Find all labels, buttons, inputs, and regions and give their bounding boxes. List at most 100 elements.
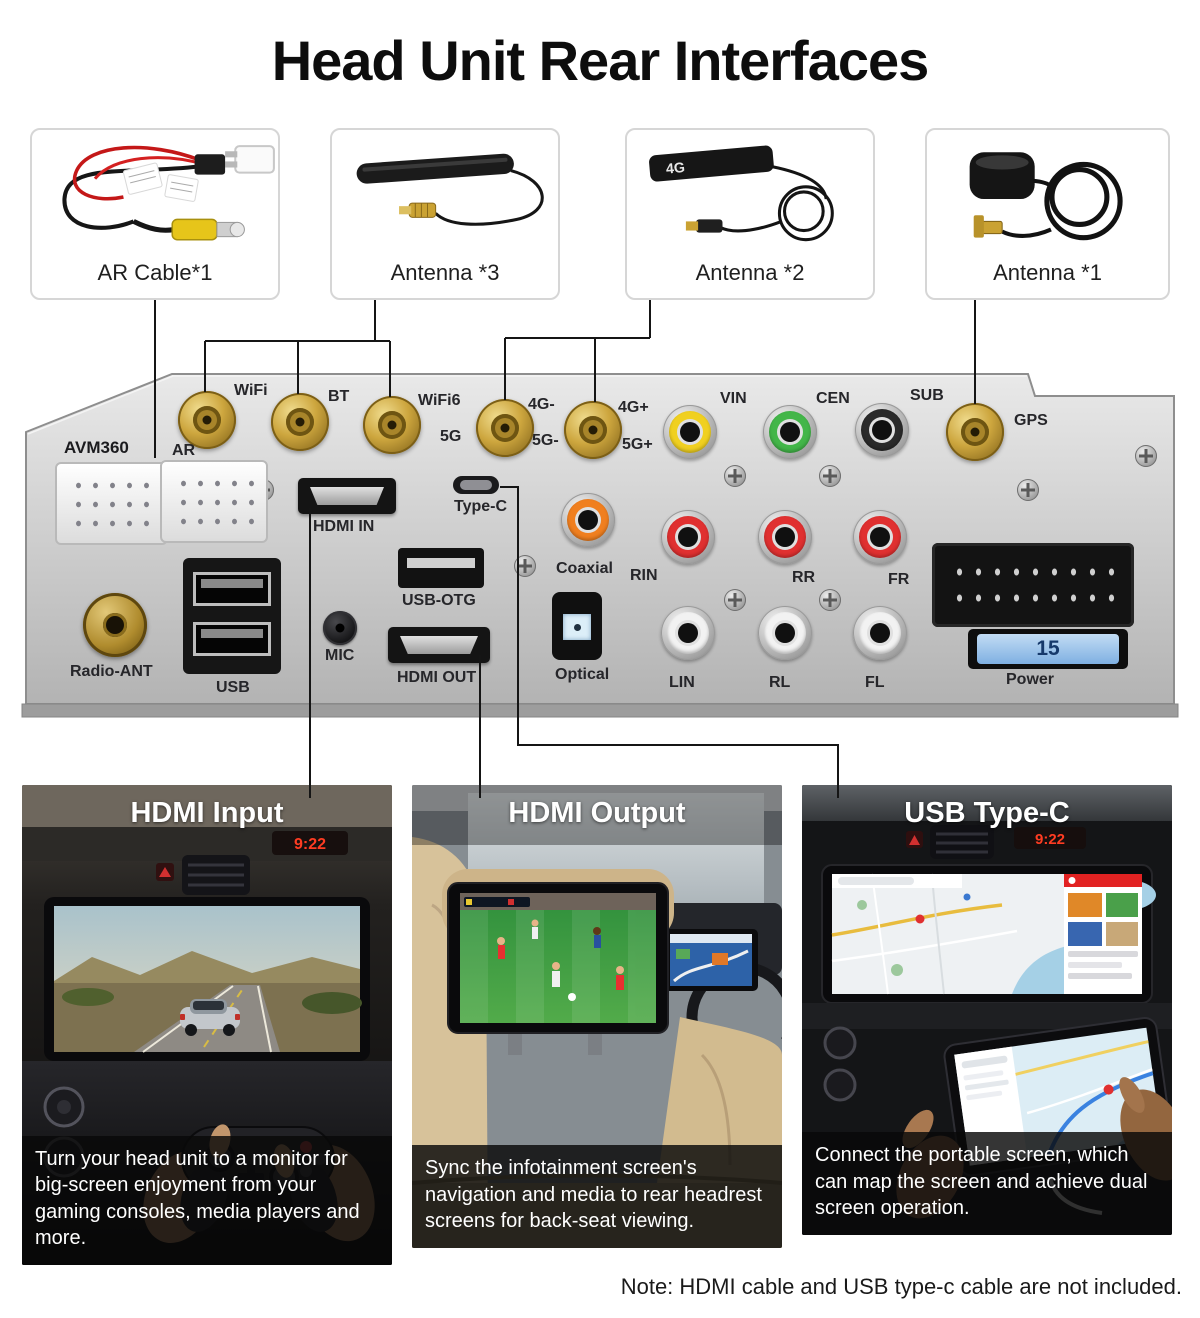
fuse: 15 xyxy=(977,634,1119,664)
port-label-optical: Optical xyxy=(555,666,610,683)
fl-rca-port xyxy=(853,606,907,660)
port-label-hdmi-out: HDMI OUT xyxy=(397,669,477,686)
game-car xyxy=(180,999,240,1036)
avm360-connector xyxy=(55,462,168,545)
gps-antenna-port xyxy=(946,403,1004,461)
feature-title-hdmi-input: HDMI Input xyxy=(130,797,284,829)
port-label-wifi6: WiFi6 xyxy=(418,392,461,409)
port-label-fr: FR xyxy=(888,571,910,588)
port-label-type-c: Type-C xyxy=(454,498,508,515)
feature-caption-usb-type-c: Connect the portable screen, which can m… xyxy=(802,1132,1172,1235)
port-label-ar: AR xyxy=(172,442,196,459)
rr-rca-port xyxy=(758,510,812,564)
screw xyxy=(724,589,746,611)
hdmi-in-port xyxy=(298,478,396,514)
ar-connector xyxy=(160,460,268,543)
port-label-bt: BT xyxy=(328,388,350,405)
wifi-antenna-port xyxy=(178,391,236,449)
port-label-power: Power xyxy=(1006,671,1055,688)
usb-ports xyxy=(183,558,281,674)
headrest-screen xyxy=(460,893,656,1023)
wifi6-antenna-port xyxy=(363,396,421,454)
model-label: AVM360 xyxy=(64,438,129,457)
fr-rca-port xyxy=(853,510,907,564)
rin-rca-port xyxy=(661,510,715,564)
port-label-wifi: WiFi xyxy=(234,382,268,399)
radio-antenna-port xyxy=(83,593,147,657)
port-label-coaxial: Coaxial xyxy=(556,560,613,577)
accessory-card-antenna-3: Antenna *3 xyxy=(330,128,560,300)
feature-caption-hdmi-output: Sync the infotainment screen's navigatio… xyxy=(412,1145,782,1248)
cen-rca-port xyxy=(763,405,817,459)
usb-otg-port xyxy=(398,548,484,588)
screw xyxy=(514,555,536,577)
port-label-vin: VIN xyxy=(720,390,747,407)
screw xyxy=(1135,445,1157,467)
feature-card-hdmi-output: HDMI Output Sync the infotainment screen… xyxy=(412,785,782,1248)
port-label-rr: RR xyxy=(792,569,816,586)
port-label-mic: MIC xyxy=(325,647,355,664)
connector-pins xyxy=(171,472,257,531)
fuse-holder: 15 xyxy=(968,629,1128,669)
port-label-rl: RL xyxy=(769,674,791,691)
accessory-card-ar-cable: AR Cable*1 xyxy=(30,128,280,300)
screw xyxy=(819,465,841,487)
sub-rca-port xyxy=(855,403,909,457)
lin-rca-port xyxy=(661,606,715,660)
page-title: Head Unit Rear Interfaces xyxy=(271,29,930,92)
antenna-4g-badge: 4G xyxy=(665,160,685,178)
fuse-value: 15 xyxy=(1036,637,1060,660)
dash-clock: 9:22 xyxy=(294,836,326,853)
usb-port-bottom xyxy=(193,622,271,656)
4g-antenna-image: 4G xyxy=(649,145,834,242)
feature-card-usb-type-c: 9:22 xyxy=(802,785,1172,1235)
screw xyxy=(724,465,746,487)
port-label-usb: USB xyxy=(216,679,250,696)
dash-screen-map xyxy=(831,873,1156,995)
port-label-4g-minus: 4G- xyxy=(528,396,555,413)
port-label-lin: LIN xyxy=(669,674,695,691)
port-label-sub: SUB xyxy=(910,387,944,404)
feature-caption-hdmi-input: Turn your head unit to a monitor for big… xyxy=(22,1135,392,1265)
accessory-label: Antenna *1 xyxy=(993,260,1102,285)
vin-rca-port xyxy=(663,405,717,459)
4g-minus-antenna-port xyxy=(476,399,534,457)
port-label-rin: RIN xyxy=(630,567,658,584)
connector-pins xyxy=(66,474,157,533)
port-label-5g-minus: 5G- xyxy=(532,432,559,449)
strip-antenna-image xyxy=(356,153,544,226)
power-pins xyxy=(946,555,1120,615)
bt-antenna-port xyxy=(271,393,329,451)
feature-title-usb-type-c: USB Type-C xyxy=(904,797,1070,829)
hdmi-out-port xyxy=(388,627,490,663)
footnote: Note: HDMI cable and USB type-c cable ar… xyxy=(620,1274,1182,1299)
accessory-card-antenna-2: 4G Antenna *2 xyxy=(625,128,875,300)
port-label-gps: GPS xyxy=(1014,412,1048,429)
port-label-5g: 5G xyxy=(440,428,462,445)
ar-cable-image xyxy=(62,145,275,241)
accessory-card-antenna-1: Antenna *1 xyxy=(925,128,1170,300)
screw xyxy=(819,589,841,611)
rl-rca-port xyxy=(758,606,812,660)
port-label-radio-ant: Radio-ANT xyxy=(70,663,153,680)
port-label-usb-otg: USB-OTG xyxy=(402,592,476,609)
accessory-label: Antenna *2 xyxy=(695,260,805,285)
port-label-4g-plus: 4G+ xyxy=(618,399,649,416)
gps-antenna-image xyxy=(969,152,1123,241)
port-label-cen: CEN xyxy=(816,390,850,407)
usb-port-top xyxy=(193,572,271,606)
coaxial-rca-port xyxy=(561,493,615,547)
head-unit-rear-panel: 15 WiFi BT WiFi6 5G 4G- 5G- 4G+ 5G+ GPS … xyxy=(20,370,1180,722)
accessory-label: AR Cable*1 xyxy=(97,260,213,285)
screw xyxy=(1017,479,1039,501)
mic-jack xyxy=(323,611,357,645)
4g-plus-antenna-port xyxy=(564,401,622,459)
accessory-label: Antenna *3 xyxy=(390,260,500,285)
port-label-hdmi-in: HDMI IN xyxy=(313,518,375,535)
port-label-fl: FL xyxy=(865,674,885,691)
dash-clock: 9:22 xyxy=(1035,831,1065,848)
feature-card-hdmi-input: 9:22 xyxy=(22,785,392,1265)
port-label-5g-plus: 5G+ xyxy=(622,436,653,453)
type-c-port xyxy=(453,476,499,494)
feature-title-hdmi-output: HDMI Output xyxy=(508,797,686,829)
